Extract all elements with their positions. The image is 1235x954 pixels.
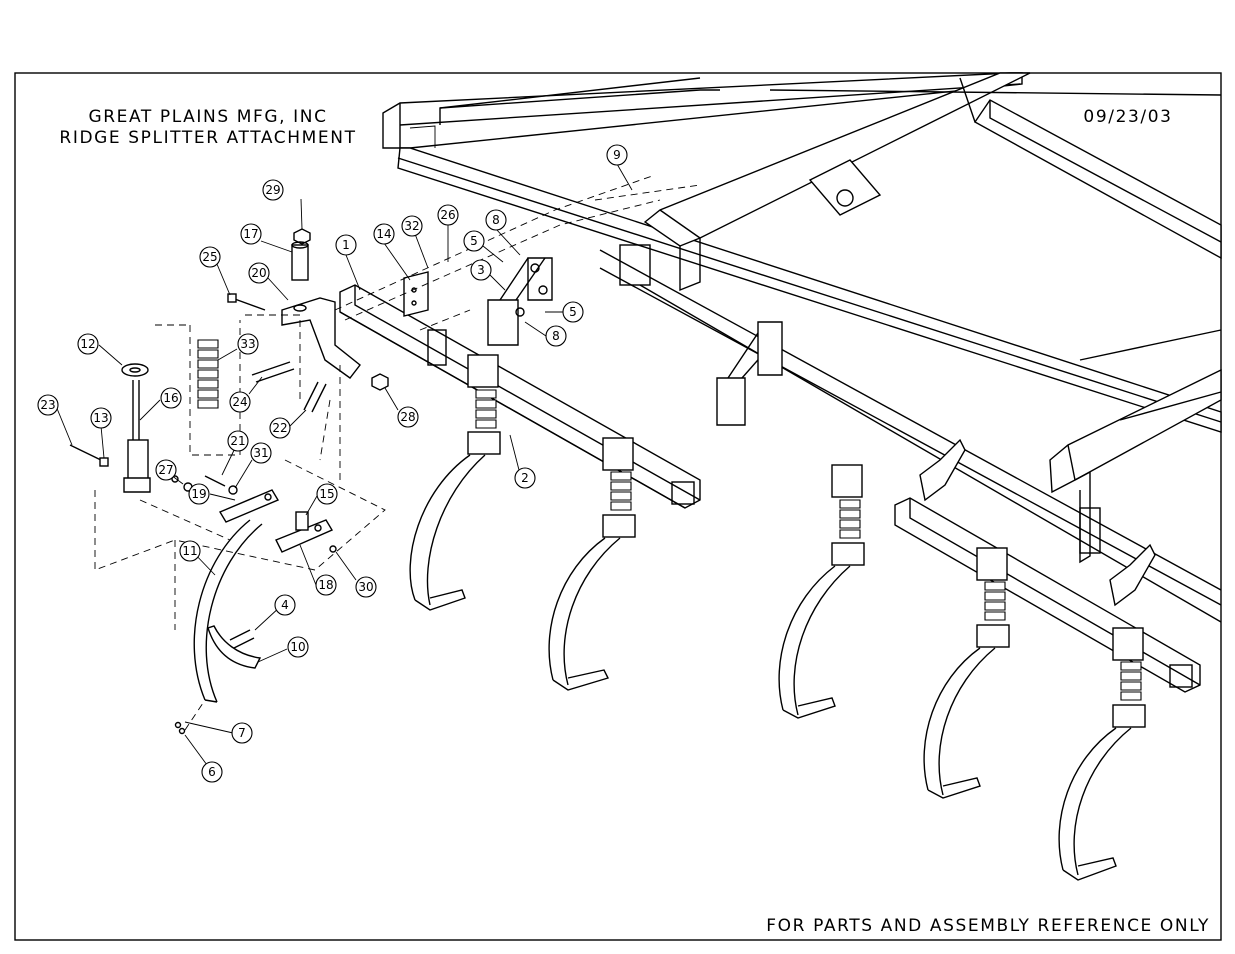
mount-brackets [403,244,1156,607]
svg-text:5: 5 [569,305,577,319]
drawing-subtitle: RIDGE SPLITTER ATTACHMENT [59,128,356,148]
callout-27: 27 [155,459,177,481]
svg-text:7: 7 [238,726,246,740]
exploded-parts [69,228,389,735]
svg-text:10: 10 [290,640,305,654]
company-name: GREAT PLAINS MFG, INC [88,107,327,127]
callout-31: 31 [250,442,272,464]
svg-text:31: 31 [253,446,268,460]
callout-17: 17 [240,223,262,245]
main-frame [382,72,1222,623]
callout-6: 6 [201,761,223,783]
svg-text:9: 9 [613,148,621,162]
callout-4: 4 [274,594,296,616]
svg-text:16: 16 [163,391,178,405]
svg-text:6: 6 [208,765,216,779]
svg-text:33: 33 [240,337,255,351]
callout-5-lower: 5 [562,301,584,323]
callout-bubbles: 1 2 3 4 5 5 6 7 8 8 9 10 11 12 13 14 15 … [37,144,628,783]
footer-note: FOR PARTS AND ASSEMBLY REFERENCE ONLY [766,916,1210,936]
svg-text:18: 18 [318,578,333,592]
callout-29: 29 [262,179,284,201]
assembly-guides [94,174,701,731]
svg-text:3: 3 [477,263,485,277]
callout-2: 2 [514,467,536,489]
callout-7: 7 [231,722,253,744]
callout-8-upper: 8 [485,209,507,231]
callout-14: 14 [373,223,395,245]
svg-text:2: 2 [521,471,529,485]
svg-text:11: 11 [182,544,197,558]
svg-text:14: 14 [376,227,391,241]
callout-33: 33 [237,333,259,355]
callout-21: 21 [227,430,249,452]
svg-text:1: 1 [342,238,350,252]
callout-22: 22 [269,417,291,439]
callout-1: 1 [335,234,357,256]
callout-5-upper: 5 [463,230,485,252]
callout-15: 15 [316,483,338,505]
callout-16: 16 [160,387,182,409]
svg-text:21: 21 [230,434,245,448]
callout-30: 30 [355,576,377,598]
svg-text:17: 17 [243,227,258,241]
callout-11: 11 [179,540,201,562]
svg-text:4: 4 [281,598,289,612]
shank-assembly-3 [778,464,865,719]
callout-3: 3 [470,259,492,281]
svg-text:30: 30 [358,580,373,594]
callout-leaders [55,163,633,766]
svg-text:8: 8 [492,213,500,227]
callout-12: 12 [77,333,99,355]
svg-text:13: 13 [93,411,108,425]
callout-32: 32 [401,215,423,237]
svg-text:5: 5 [470,234,478,248]
svg-text:25: 25 [202,250,217,264]
svg-text:20: 20 [251,266,266,280]
svg-text:28: 28 [400,410,415,424]
shank-assembly-4 [923,547,1010,799]
drawing-border [14,72,1222,941]
shank-assembly-2 [548,437,636,691]
svg-text:22: 22 [272,421,287,435]
svg-text:24: 24 [232,395,247,409]
svg-text:32: 32 [404,219,419,233]
drawing-date: 09/23/03 [1083,107,1172,127]
callout-19: 19 [188,483,210,505]
svg-text:8: 8 [552,329,560,343]
svg-text:12: 12 [80,337,95,351]
callout-8-lower: 8 [545,325,567,347]
svg-text:29: 29 [265,183,280,197]
callout-20: 20 [248,262,270,284]
shank-assembly-1 [409,354,501,611]
callout-25: 25 [199,246,221,268]
svg-text:15: 15 [319,487,334,501]
callout-9: 9 [606,144,628,166]
callout-13: 13 [90,407,112,429]
callout-28: 28 [397,406,419,428]
svg-text:19: 19 [191,487,206,501]
callout-23: 23 [37,394,59,416]
svg-text:27: 27 [158,463,173,477]
callout-26: 26 [437,204,459,226]
callout-10: 10 [287,636,309,658]
svg-text:26: 26 [440,208,455,222]
svg-text:23: 23 [40,398,55,412]
callout-24: 24 [229,391,251,413]
shank-assembly-5 [1058,627,1146,881]
callout-18: 18 [315,574,337,596]
